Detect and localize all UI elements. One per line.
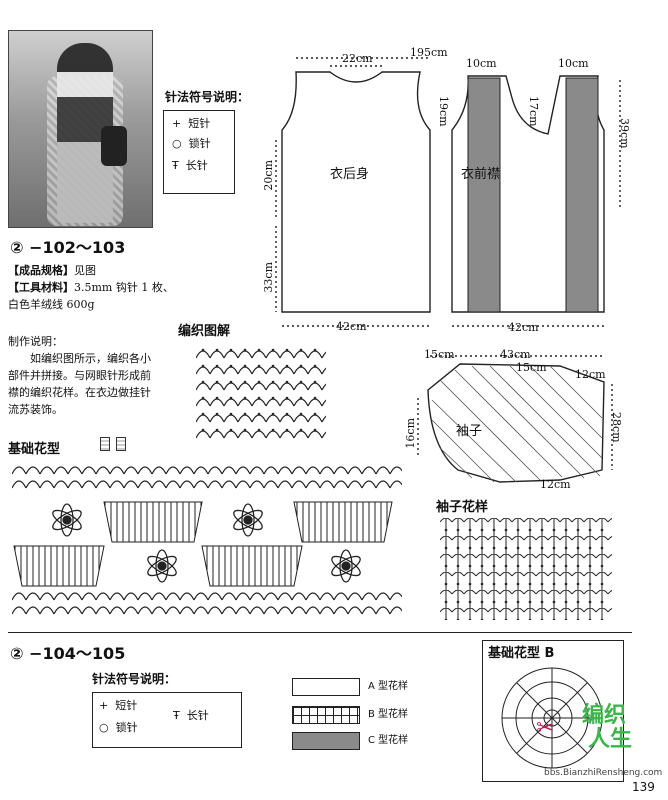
symbol-name: 长针 xyxy=(186,709,209,722)
measure-front-strip-a: 10cm xyxy=(466,57,497,70)
yarn-needle-icon: ✂ xyxy=(536,716,555,741)
measure-shoulder-total: 195cm xyxy=(410,46,448,59)
base-pattern-b-box xyxy=(482,640,624,782)
method-line: 流苏装饰。 xyxy=(8,403,63,416)
sleeve-pattern-title: 袖子花样 xyxy=(436,500,489,515)
front-body-label: 衣前襟 xyxy=(461,167,501,182)
chain-icon: ○ xyxy=(99,721,109,734)
legend-label-b: B 型花样 xyxy=(368,709,409,720)
symbol-legend-top: + 短针 ○ 锁针 Ŧ 长针 xyxy=(163,110,235,194)
method-line: 襟的编织花样。在衣边做挂针 xyxy=(8,386,151,399)
legend-swatch-a xyxy=(292,678,360,696)
plus-icon: + xyxy=(99,699,109,712)
mesh-chart xyxy=(196,344,326,440)
chart-title: 编织图解 xyxy=(178,324,231,339)
watermark-url: bbs.BianzhiRensheng.com xyxy=(544,768,663,778)
symbol-name: 长针 xyxy=(185,159,208,172)
measure-sleeve-length: 28cm xyxy=(610,412,623,443)
method-text: 制作说明： 如编织图所示，编织各小 部件并拼接。与网眼针形成前 襟的编织花样。在… xyxy=(8,333,183,418)
pattern-swatch-icon xyxy=(100,437,110,451)
measure-armhole-a: 19cm xyxy=(437,96,450,127)
pattern-number-bottom: ② −104～105 xyxy=(10,644,126,663)
flower-motif xyxy=(52,503,82,537)
symbol-title-bottom: 针法符号说明： xyxy=(92,672,177,686)
measure-side-upper: 20cm xyxy=(262,160,275,191)
legend-label-a: A 型花样 xyxy=(368,681,409,692)
watermark-line2: 人生 xyxy=(588,727,633,752)
spec-list: 【成品规格】见图 【工具材料】3.5mm 钩针 1 枚、 白色羊绒线 600g xyxy=(8,262,178,313)
double-crochet-icon: Ŧ xyxy=(172,159,179,172)
flower-motif xyxy=(147,549,177,583)
base-pattern-chart xyxy=(12,462,402,620)
method-title: 制作说明： xyxy=(8,335,63,348)
measure-front-width: 42cm xyxy=(508,321,539,334)
spec-value: 3.5mm 钩针 1 枚、 xyxy=(74,281,174,294)
front-strip-right xyxy=(565,77,599,313)
measure-sleeve-right: 12cm xyxy=(575,368,606,381)
symbol-name: 锁针 xyxy=(188,137,211,150)
measure-front-strip-b: 10cm xyxy=(558,57,589,70)
symbol-name: 短针 xyxy=(115,699,138,712)
sleeve-label: 袖子 xyxy=(456,424,483,439)
base-pattern-b-title: 基础花型 B xyxy=(488,646,555,661)
measure-sleeve-top: 43cm xyxy=(500,348,531,361)
front-strip-left xyxy=(467,77,501,313)
base-pattern-title: 基础花型 xyxy=(8,442,61,457)
sleeve-pattern-chart xyxy=(440,518,612,620)
measure-armhole-b: 17cm xyxy=(527,96,540,127)
legend-swatch-b xyxy=(292,706,360,724)
flower-motif xyxy=(233,503,263,537)
chain-icon: ○ xyxy=(172,137,182,150)
measure-front-length: 39cm xyxy=(618,118,631,149)
circular-motif xyxy=(501,667,603,769)
legend-swatch-c xyxy=(292,732,360,750)
measure-side-lower: 33cm xyxy=(262,262,275,293)
measure-back-neck: 22cm xyxy=(342,52,373,65)
page-number: 139 xyxy=(632,780,655,794)
method-line: 如编织图所示，编织各小 xyxy=(30,352,151,365)
flower-motif xyxy=(331,549,361,583)
spec-label: 【工具材料】 xyxy=(8,281,74,294)
pattern-number-top: ② −102～103 xyxy=(10,238,126,257)
spec-label: 【成品规格】 xyxy=(8,264,74,277)
measure-sleeve-cuff: 12cm xyxy=(540,478,571,491)
measure-sleeve-left: 15cm xyxy=(424,348,455,361)
spec-value: 见图 xyxy=(74,264,96,277)
symbol-title-top: 针法符号说明： xyxy=(165,90,250,104)
back-body-outline xyxy=(281,71,431,313)
method-line: 部件并拼接。与网眼针形成前 xyxy=(8,369,151,382)
model-photo xyxy=(8,30,153,228)
symbol-name: 锁针 xyxy=(115,721,138,734)
measure-sleeve-mid: 15cm xyxy=(516,361,547,374)
sleeve-outline xyxy=(427,363,605,483)
sleeve-hatching xyxy=(431,365,603,483)
watermark-logo: 编织 人生 xyxy=(582,704,632,752)
watermark-line1: 编织 xyxy=(582,703,627,728)
double-crochet-icon: Ŧ xyxy=(173,709,180,722)
back-body-label: 衣后身 xyxy=(330,167,370,182)
measure-sleeve-side: 16cm xyxy=(404,418,417,449)
pattern-swatch-icon xyxy=(116,437,126,451)
legend-label-c: C 型花样 xyxy=(368,735,409,746)
symbol-name: 短针 xyxy=(188,117,211,130)
plus-icon: + xyxy=(172,117,182,130)
section-divider xyxy=(8,632,632,633)
measure-back-width: 42cm xyxy=(336,320,367,333)
spec-value: 白色羊绒线 600g xyxy=(8,298,95,311)
symbol-legend-bottom: + 短针 ○ 锁针 Ŧ 长针 xyxy=(92,692,242,748)
